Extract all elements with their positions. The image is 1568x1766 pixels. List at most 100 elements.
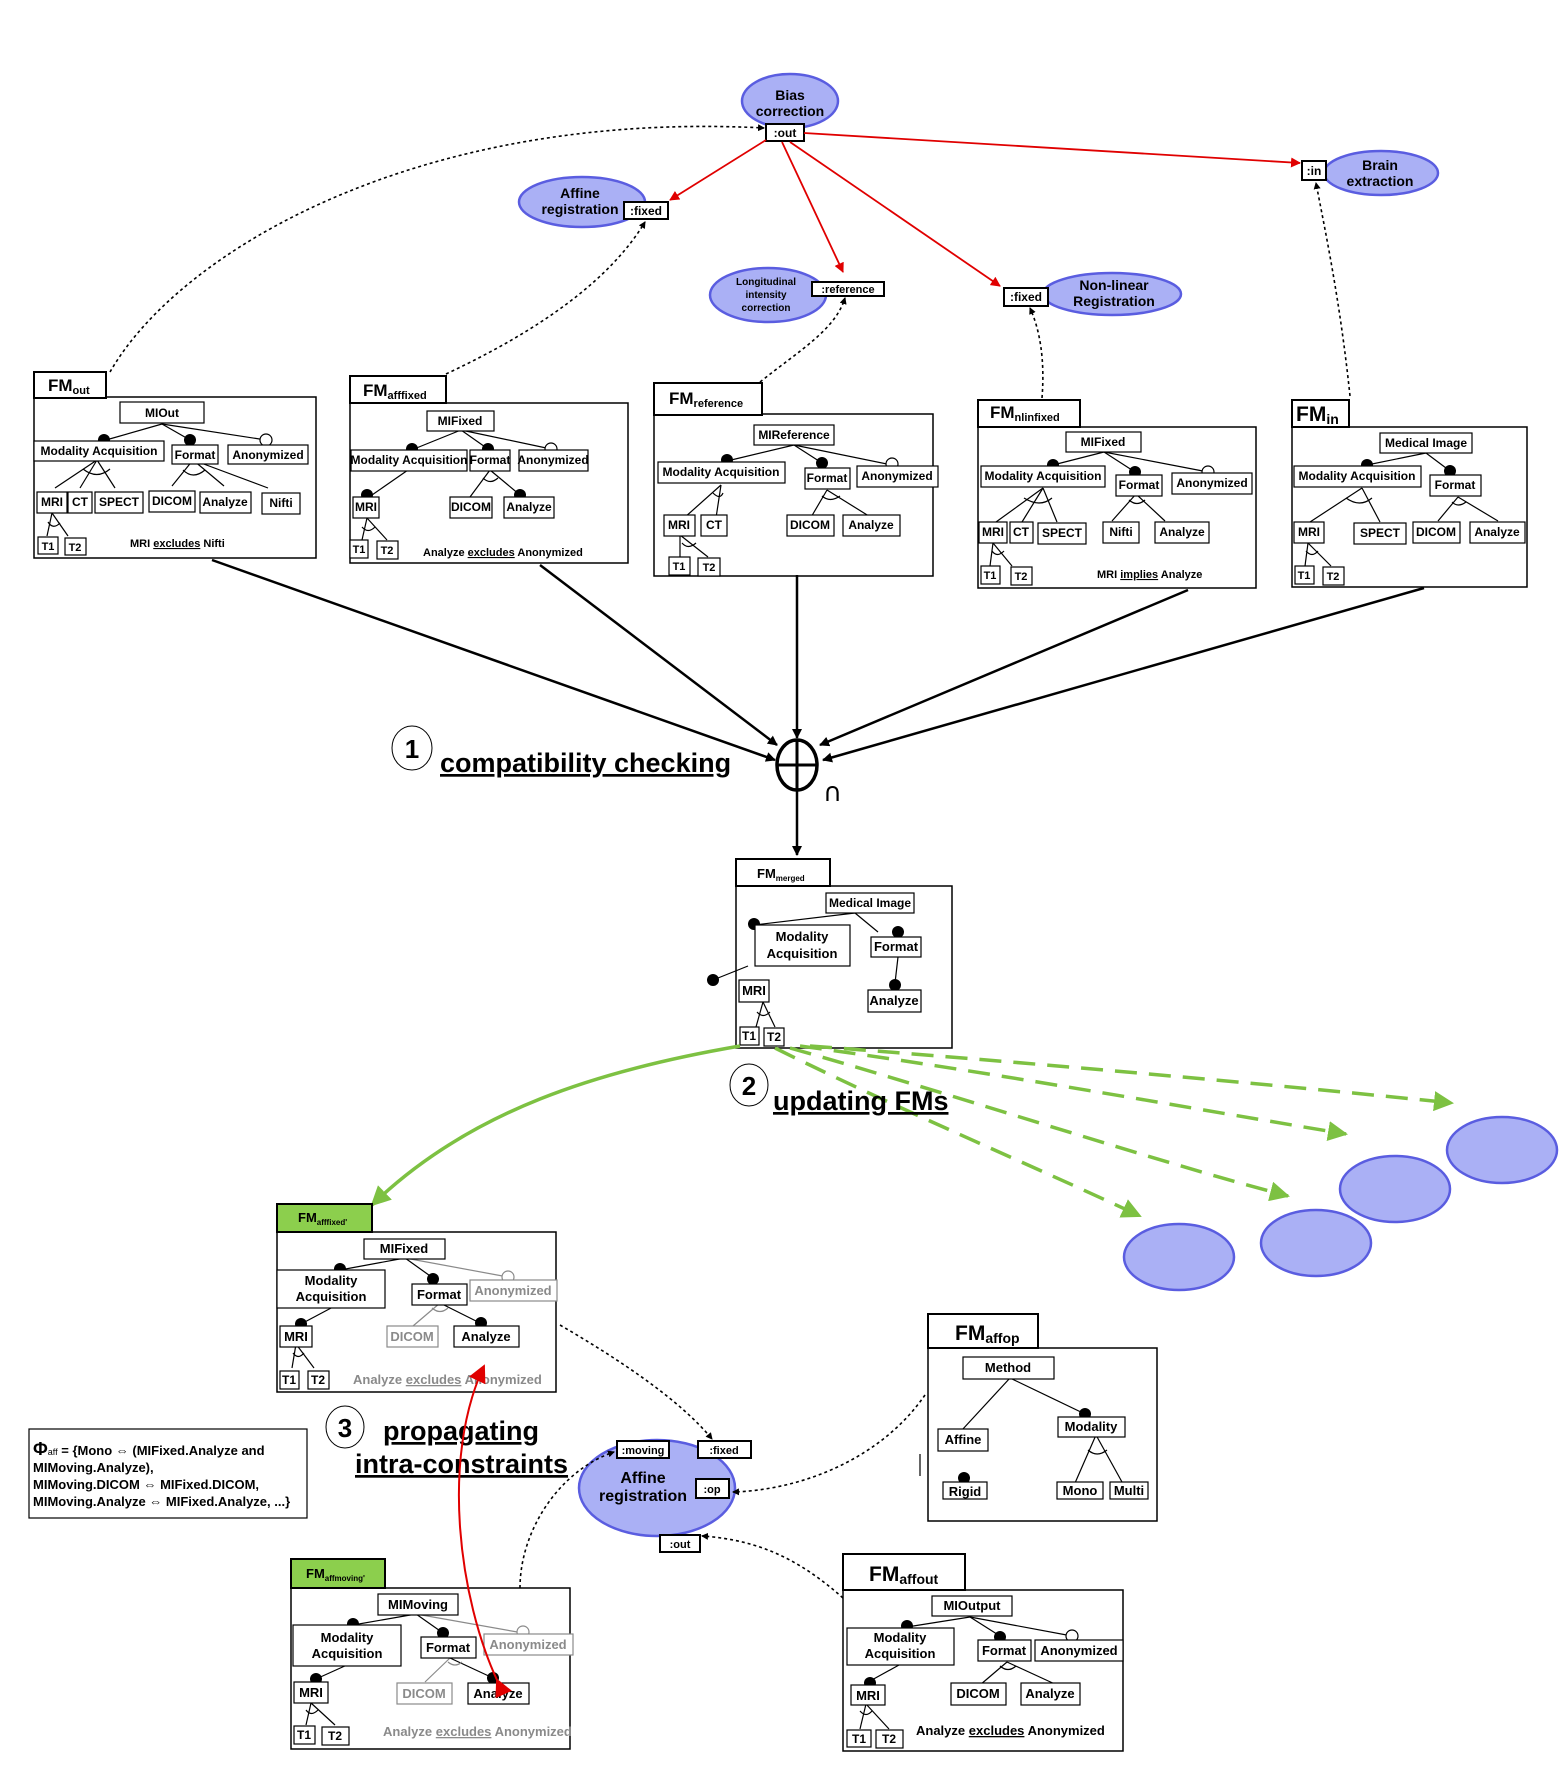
fm-feature[interactable]: Analyze [867,989,922,1013]
fm-feature-excluded[interactable]: Anonymized [483,1633,574,1656]
fm-feature[interactable]: Medical Image [1379,432,1473,454]
merge-operator[interactable]: ∩ [775,738,842,808]
fm-feature[interactable]: Analyze [503,496,555,519]
fm-feature[interactable]: MIFixed [426,410,495,432]
fm-feature[interactable]: T2 [1010,566,1033,586]
fm-feature[interactable]: Format [1429,474,1482,497]
fm-feature[interactable]: DICOM [1412,521,1461,544]
fm-feature[interactable]: SPECT [1353,522,1407,545]
service-brain-extraction[interactable]: Brain extraction :in [1301,149,1440,197]
fm-feature[interactable]: Rigid [942,1481,988,1500]
fm-feature[interactable]: SPECT [94,491,144,514]
fm-feature[interactable]: T2 [1322,566,1345,586]
fm-feature[interactable]: Medical Image [825,892,915,914]
fm-feature[interactable]: Modality [1057,1416,1126,1438]
port-out[interactable] [659,1534,701,1553]
fm-feature[interactable]: SPECT [1037,522,1087,545]
port-moving[interactable] [616,1440,670,1459]
fm-feature[interactable]: T1 [846,1729,872,1748]
fm-feature[interactable]: Modality Acquisition [350,449,468,472]
fm-feature[interactable]: DICOM [786,514,835,537]
fm-feature[interactable]: Analyze [842,514,901,537]
fm-feature[interactable]: Format [977,1639,1032,1662]
service-affine-registration-bottom[interactable]: Affine registration :moving :fixed :op :… [577,1438,752,1553]
fm-feature[interactable]: MRI [293,1681,329,1704]
fm-feature[interactable]: Analyze [467,1682,530,1705]
fm-feature[interactable]: T1 [1294,565,1315,585]
fm-feature[interactable]: Anonymized [856,465,939,488]
fm-feature[interactable]: T2 [321,1726,350,1746]
fm-feature[interactable]: MRI [279,1325,313,1348]
fm-feature[interactable]: Multi [1109,1481,1149,1500]
fm-feature[interactable]: MRI [850,1684,886,1706]
updated-service-ellipse[interactable] [1259,1208,1373,1278]
fm-feature[interactable]: CT [1009,521,1034,544]
fm-feature-excluded[interactable]: DICOM [396,1682,453,1705]
fm-feature[interactable]: DICOM [449,496,493,519]
fm-feature[interactable]: MIFixed [1065,431,1142,453]
fm-feature[interactable]: MRI [978,521,1008,544]
fm-feature[interactable]: T1 [37,536,59,555]
service-bias-correction[interactable]: Bias correction :out [740,72,840,142]
fm-feature[interactable]: DICOM [950,1682,1007,1706]
fm-feature[interactable]: T2 [64,537,87,556]
fm-feature[interactable]: Analyze [1154,521,1210,544]
fm-feature[interactable]: MIFixed [363,1238,446,1260]
fm-feature[interactable]: MRI [738,979,770,1003]
updated-service-ellipse[interactable] [1122,1222,1236,1292]
fm-feature[interactable]: DICOM [148,490,196,513]
fm-feature[interactable]: T1 [349,539,369,559]
fm-feature[interactable]: Modality Acquisition [33,440,165,462]
fm-feature[interactable]: Modality Acquisition [1293,465,1422,488]
fm-feature[interactable]: Affine [937,1428,989,1452]
fm-feature[interactable]: Anonymized [1171,472,1253,495]
fm-feature[interactable]: Mono [1056,1481,1104,1500]
fm-feature[interactable]: T2 [763,1027,785,1047]
port-op[interactable] [695,1478,730,1499]
fm-feature[interactable]: Modality Acquisition [980,465,1106,488]
fm-feature[interactable]: Format [420,1636,477,1659]
port-reference[interactable] [811,281,885,297]
fm-feature[interactable]: MIMoving [377,1593,459,1616]
fm-feature[interactable]: Format [804,467,851,490]
port-fixed[interactable] [1003,287,1049,307]
port-in[interactable] [1301,160,1327,181]
fm-feature[interactable]: Analyze [1020,1682,1081,1706]
fm-feature[interactable]: T2 [307,1370,330,1390]
fm-feature[interactable]: MIOutput [931,1595,1013,1617]
service-nonlinear-registration[interactable]: Non-linear Registration :fixed [1003,271,1183,317]
fm-feature[interactable]: CT [67,491,93,514]
fm-feature-excluded[interactable]: Anonymized [469,1279,558,1302]
fm-feature-excluded[interactable]: DICOM [386,1325,439,1348]
fm-feature[interactable]: T2 [697,557,721,577]
fm-feature[interactable]: MRI [1293,521,1325,544]
fm-feature[interactable]: Analyze [199,491,252,514]
fm-feature[interactable]: T1 [293,1725,316,1745]
fm-feature[interactable]: T1 [980,565,1001,585]
fm-feature[interactable]: Analyze [453,1325,520,1348]
fm-feature[interactable]: T1 [279,1370,300,1390]
fm-feature[interactable]: Nifti [1102,521,1140,544]
port-fixed[interactable] [623,201,669,220]
fm-feature[interactable]: Modality Acquisition [657,461,786,484]
fm-feature[interactable]: Anonymized [227,444,309,465]
service-affine-registration-top[interactable]: Affine registration :fixed [517,175,669,229]
fm-feature[interactable]: Format [411,1283,468,1306]
fm-feature[interactable]: MRI [352,496,380,519]
fm-feature[interactable]: MIReference [753,424,835,446]
service-longitudinal-intensity-correction[interactable]: Longitudinal intensity correction :refer… [708,266,885,324]
fm-feature[interactable]: T2 [376,540,399,560]
fm-feature[interactable]: Analyze [1469,521,1526,544]
port-out[interactable] [765,123,805,142]
fm-feature[interactable]: Anonymized [1034,1639,1124,1662]
fm-feature[interactable]: Format [171,444,219,465]
fm-feature[interactable]: T2 [875,1729,904,1749]
fm-feature[interactable]: Anonymized [517,449,589,472]
fm-feature[interactable]: Format [1115,474,1163,497]
fm-feature[interactable]: T1 [739,1026,760,1046]
fm-feature[interactable]: MRI [663,514,696,537]
